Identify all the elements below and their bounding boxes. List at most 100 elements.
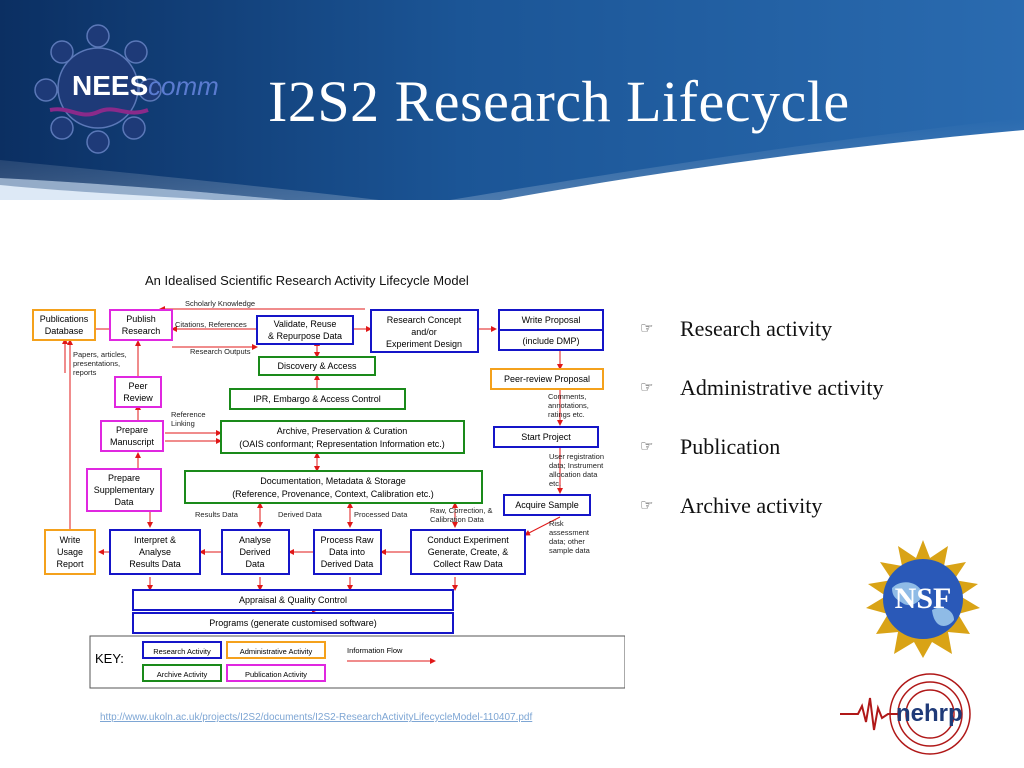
nehrp-logo: nehrp [840, 673, 971, 755]
box-validate-reuse: Validate, Reuse & Repurpose Data [256, 315, 354, 345]
svg-text:Analyse: Analyse [239, 535, 271, 545]
box-acquire-sample: Acquire Sample [503, 494, 591, 516]
nsf-logo-text: NSF [895, 582, 952, 615]
svg-text:Administrative Activity: Administrative Activity [240, 647, 313, 656]
svg-text:Start Project: Start Project [521, 432, 571, 442]
svg-text:(OAIS conformant; Representati: (OAIS conformant; Representation Informa… [239, 439, 445, 449]
svg-text:Archive, Preservation & Curati: Archive, Preservation & Curation [277, 426, 408, 436]
pointing-hand-icon: ☞ [640, 439, 654, 455]
svg-text:allocation data: allocation data [549, 470, 598, 479]
pointing-hand-icon: ☞ [640, 380, 654, 396]
box-appraisal-quality: Appraisal & Quality Control [132, 589, 454, 611]
svg-text:Validate, Reuse: Validate, Reuse [274, 319, 337, 329]
svg-text:Reference: Reference [171, 410, 206, 419]
svg-text:Research Outputs: Research Outputs [190, 347, 251, 356]
svg-text:Write Proposal: Write Proposal [522, 315, 581, 325]
svg-text:Experiment Design: Experiment Design [386, 339, 462, 349]
svg-text:Documentation, Metadata & Stor: Documentation, Metadata & Storage [260, 476, 406, 486]
svg-text:Calibration Data: Calibration Data [430, 515, 485, 524]
svg-text:Supplementary: Supplementary [94, 485, 155, 495]
svg-text:Review: Review [123, 393, 153, 403]
svg-text:Raw, Correction, &: Raw, Correction, & [430, 506, 493, 515]
logo-text-nees: NEES [72, 70, 148, 101]
svg-text:Publication Activity: Publication Activity [245, 670, 307, 679]
source-link[interactable]: http://www.ukoln.ac.uk/projects/I2S2/doc… [100, 712, 533, 723]
svg-text:Papers, articles,: Papers, articles, [73, 350, 127, 359]
svg-text:Analyse: Analyse [139, 547, 171, 557]
svg-text:Prepare: Prepare [108, 473, 140, 483]
box-interpret-analyse: Interpret & Analyse Results Data [109, 529, 201, 575]
box-publications-database: Publications Database [32, 309, 96, 341]
box-write-usage-report: Write Usage Report [44, 529, 96, 575]
box-peer-review-proposal: Peer-review Proposal [490, 368, 604, 390]
svg-text:Process Raw: Process Raw [320, 535, 374, 545]
box-process-raw: Process Raw Data into Derived Data [313, 529, 382, 575]
svg-text:Peer-review Proposal: Peer-review Proposal [504, 374, 590, 384]
svg-text:Derived Data: Derived Data [278, 510, 323, 519]
svg-text:ratings etc.: ratings etc. [548, 410, 585, 419]
legend-bullet-list: ☞Research activity ☞Administrative activ… [640, 316, 883, 552]
box-research-concept: Research Concept and/or Experiment Desig… [370, 309, 479, 353]
box-archive-preservation: Archive, Preservation & Curation (OAIS c… [220, 420, 465, 454]
svg-text:and/or: and/or [411, 327, 437, 337]
svg-text:Usage: Usage [57, 547, 83, 557]
svg-text:Prepare: Prepare [116, 425, 148, 435]
svg-text:Acquire Sample: Acquire Sample [515, 500, 579, 510]
svg-text:Results Data: Results Data [129, 559, 181, 569]
svg-text:Citations, References: Citations, References [175, 320, 247, 329]
svg-text:& Repurpose Data: & Repurpose Data [268, 331, 342, 341]
box-ipr-embargo: IPR, Embargo & Access Control [229, 388, 406, 410]
svg-text:Processed Data: Processed Data [354, 510, 408, 519]
svg-text:(Reference, Provenance, Contex: (Reference, Provenance, Context, Calibra… [232, 489, 434, 499]
box-conduct-experiment: Conduct Experiment Generate, Create, & C… [410, 529, 526, 575]
svg-text:Report: Report [56, 559, 84, 569]
bullet-research-activity: ☞Research activity [640, 316, 833, 341]
flow-labels: Scholarly Knowledge Citations, Reference… [73, 299, 604, 555]
svg-text:Results Data: Results Data [195, 510, 239, 519]
svg-text:Discovery & Access: Discovery & Access [277, 361, 357, 371]
logo-text-comm: comm [148, 71, 219, 101]
svg-text:Archive Activity: Archive Activity [157, 670, 208, 679]
box-publish-research: Publish Research [109, 309, 173, 341]
svg-text:Write: Write [60, 535, 81, 545]
slide-title: I2S2 Research Lifecycle [268, 69, 850, 134]
svg-text:Research Concept: Research Concept [387, 315, 462, 325]
svg-text:Information Flow: Information Flow [347, 646, 403, 655]
svg-text:Generate, Create, &: Generate, Create, & [428, 547, 509, 557]
svg-text:Derived Data: Derived Data [321, 559, 374, 569]
svg-text:Data: Data [245, 559, 264, 569]
pointing-hand-icon: ☞ [640, 321, 654, 337]
svg-text:presentations,: presentations, [73, 359, 120, 368]
svg-text:Research Activity: Research Activity [153, 647, 211, 656]
bullet-publication: ☞Publication [640, 434, 781, 459]
svg-text:Scholarly Knowledge: Scholarly Knowledge [185, 299, 255, 308]
box-documentation-metadata: Documentation, Metadata & Storage (Refer… [184, 470, 483, 504]
box-prepare-manuscript: Prepare Manuscript [100, 420, 164, 452]
svg-text:data; Instrument: data; Instrument [549, 461, 604, 470]
lifecycle-diagram: An Idealised Scientific Research Activit… [32, 273, 625, 689]
svg-text:Conduct Experiment: Conduct Experiment [427, 535, 509, 545]
svg-text:Linking: Linking [171, 419, 195, 428]
svg-text:Research: Research [122, 326, 161, 336]
svg-text:Appraisal & Quality Control: Appraisal & Quality Control [239, 595, 347, 605]
svg-text:Database: Database [45, 326, 84, 336]
svg-text:Comments,: Comments, [548, 392, 586, 401]
box-peer-review: Peer Review [114, 376, 162, 408]
diagram-title: An Idealised Scientific Research Activit… [145, 273, 469, 288]
nsf-logo: NSF [866, 540, 980, 658]
svg-text:Derived: Derived [239, 547, 270, 557]
svg-text:Publish: Publish [126, 314, 156, 324]
svg-text:IPR, Embargo & Access Control: IPR, Embargo & Access Control [253, 394, 381, 404]
svg-text:etc.: etc. [549, 479, 561, 488]
svg-text:(include DMP): (include DMP) [522, 336, 579, 346]
pointing-hand-icon: ☞ [640, 498, 654, 514]
svg-text:Peer: Peer [128, 381, 147, 391]
svg-text:User registration: User registration [549, 452, 604, 461]
svg-text:Data: Data [114, 497, 133, 507]
svg-text:Manuscript: Manuscript [110, 437, 155, 447]
svg-text:sample data: sample data [549, 546, 591, 555]
box-programs: Programs (generate customised software) [132, 612, 454, 634]
svg-text:reports: reports [73, 368, 97, 377]
svg-text:assessment: assessment [549, 528, 590, 537]
svg-text:KEY:: KEY: [95, 651, 124, 666]
